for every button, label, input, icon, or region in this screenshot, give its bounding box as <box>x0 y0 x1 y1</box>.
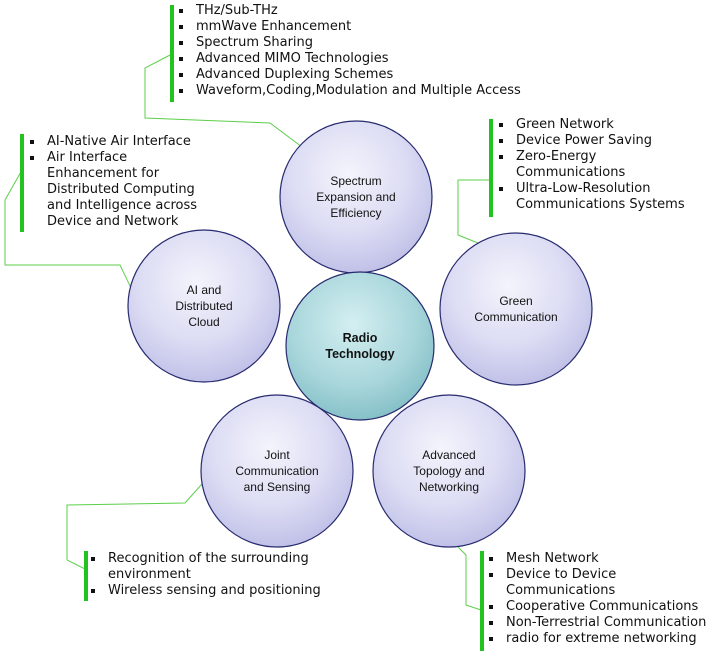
list-item: Ultra-Low-Resolution Communications Syst… <box>496 181 718 213</box>
node-label-spectrum: Spectrum Expansion and Efficiency <box>316 174 396 220</box>
list-item: THz/Sub-THz <box>176 3 566 19</box>
list-item: Device to Device Communications <box>486 567 722 599</box>
node-jcs: Joint Communication and Sensing <box>201 395 353 547</box>
list-item: radio for extreme networking <box>486 631 722 647</box>
list-item: Waveform,Coding,Modulation and Multiple … <box>176 83 566 99</box>
connector-spectrum <box>144 54 303 148</box>
list-spectrum: THz/Sub-THz mmWave Enhancement Spectrum … <box>176 3 566 99</box>
node-spectrum: Spectrum Expansion and Efficiency <box>280 121 432 273</box>
list-item: Spectrum Sharing <box>176 35 566 51</box>
list-ai: AI-Native Air Interface Air Interface En… <box>27 134 227 230</box>
list-item: Mesh Network <box>486 551 722 567</box>
list-item: Green Network <box>496 117 718 133</box>
bubble-jcs <box>200 394 354 548</box>
list-item: Device Power Saving <box>496 133 718 149</box>
list-item: Non-Terrestrial Communication <box>486 615 722 631</box>
accent-bar-ai <box>20 134 24 232</box>
connector-ai <box>4 169 132 289</box>
center-node: Radio Technology <box>286 272 434 420</box>
accent-bar-spectrum <box>170 5 174 102</box>
list-jcs: Recognition of the surrounding environme… <box>88 551 348 599</box>
bubble-center <box>285 271 435 421</box>
node-label-ai: AI and Distributed Cloud <box>175 283 233 329</box>
list-green: Green Network Device Power Saving Zero-E… <box>496 117 718 213</box>
list-item: Cooperative Communications <box>486 599 722 615</box>
connector-green <box>457 179 489 246</box>
list-item: Advanced MIMO Technologies <box>176 51 566 67</box>
accent-bar-green <box>489 119 493 217</box>
list-item: AI-Native Air Interface <box>27 134 227 150</box>
node-green: Green Communication <box>440 233 592 385</box>
list-item: Advanced Duplexing Schemes <box>176 67 566 83</box>
center-label: Radio Technology <box>325 331 395 361</box>
node-label-jcs: Joint Communication and Sensing <box>235 448 319 494</box>
node-topology: Advanced Topology and Networking <box>373 395 525 547</box>
accent-bar-topology <box>480 551 484 651</box>
list-item: Wireless sensing and positioning <box>88 583 348 599</box>
list-item: Air Interface Enhancement for Distribute… <box>27 150 227 230</box>
node-label-green: Green Communication <box>474 294 558 324</box>
bubble-ai <box>127 229 281 383</box>
bubble-green <box>439 232 593 386</box>
list-topology: Mesh Network Device to Device Communicat… <box>486 551 722 647</box>
list-item: mmWave Enhancement <box>176 19 566 35</box>
bubble-topology <box>372 394 526 548</box>
node-ai: AI and Distributed Cloud <box>128 230 280 382</box>
connector-jcs <box>66 474 211 571</box>
list-item: Recognition of the surrounding environme… <box>88 551 348 583</box>
list-item: Zero-Energy Communications <box>496 149 718 181</box>
accent-bar-jcs <box>84 551 88 601</box>
node-label-topology: Advanced Topology and Networking <box>413 448 485 494</box>
